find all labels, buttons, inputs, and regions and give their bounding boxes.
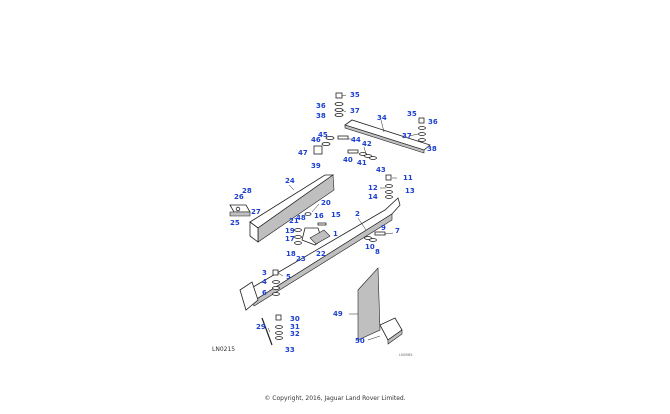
callout-27[interactable]: 27	[251, 208, 261, 216]
callout-14[interactable]: 14	[368, 193, 378, 201]
fastener-stack-lower-left	[272, 269, 280, 296]
fastener-stack-top	[334, 92, 344, 118]
callout-21[interactable]: 21	[289, 217, 299, 225]
callout-11[interactable]: 11	[403, 174, 413, 182]
callout-45[interactable]: 45	[318, 131, 328, 139]
callout-47[interactable]: 47	[298, 149, 308, 157]
callout-49[interactable]: 49	[333, 310, 343, 318]
diagram-reference-code: LN0215	[212, 346, 235, 353]
callout-18[interactable]: 18	[286, 250, 296, 258]
callout-23[interactable]: 23	[296, 255, 306, 263]
left-rail-part	[249, 174, 335, 243]
stay-rod-part	[261, 317, 273, 346]
callout-20[interactable]: 20	[321, 199, 331, 207]
mounting-bracket-part	[301, 227, 331, 246]
callout-24[interactable]: 24	[285, 177, 295, 185]
callout-30[interactable]: 30	[290, 315, 300, 323]
callout-41[interactable]: 41	[357, 159, 367, 167]
callout-7[interactable]: 7	[395, 227, 400, 235]
callout-16[interactable]: 16	[314, 212, 324, 220]
callout-26[interactable]: 26	[234, 193, 244, 201]
callout-12[interactable]: 12	[368, 184, 378, 192]
triangular-plate-part	[357, 267, 381, 341]
fastener-stack-right-lower	[385, 174, 393, 199]
callout-4[interactable]: 4	[262, 278, 267, 286]
fastener-stack-rail-end	[364, 231, 386, 242]
callout-46[interactable]: 46	[311, 136, 321, 144]
callout-50[interactable]: 50	[355, 337, 365, 345]
callout-17[interactable]: 17	[285, 235, 295, 243]
callout-9[interactable]: 9	[381, 224, 386, 232]
fastener-stack-mid	[347, 149, 377, 160]
left-bracket-part	[229, 204, 251, 217]
callout-39[interactable]: 39	[311, 162, 321, 170]
callout-25[interactable]: 25	[230, 219, 240, 227]
callout-31[interactable]: 31	[290, 323, 300, 331]
callout-29[interactable]: 29	[256, 323, 266, 331]
callout-48[interactable]: 48	[296, 214, 306, 222]
copyright-notice: © Copyright, 2016, Jaguar Land Rover Lim…	[264, 395, 406, 402]
callout-35b[interactable]: 35	[407, 110, 417, 118]
callout-5[interactable]: 5	[286, 273, 291, 281]
callout-15[interactable]: 15	[331, 211, 341, 219]
callout-1[interactable]: 1	[333, 230, 338, 238]
callout-13[interactable]: 13	[405, 187, 415, 195]
callout-6[interactable]: 6	[262, 289, 267, 297]
callout-43[interactable]: 43	[376, 166, 386, 174]
small-bracket-part	[379, 317, 403, 345]
callout-38b[interactable]: 38	[427, 145, 437, 153]
leader-lines	[267, 94, 419, 341]
callout-42[interactable]: 42	[362, 140, 372, 148]
callout-19[interactable]: 19	[285, 227, 295, 235]
fastener-stack-right	[418, 117, 426, 142]
callout-10[interactable]: 10	[365, 243, 375, 251]
diagram-small-code: LN0565	[399, 353, 412, 357]
callout-35a[interactable]: 35	[350, 91, 360, 99]
callout-40[interactable]: 40	[343, 156, 353, 164]
callout-38a[interactable]: 38	[316, 112, 326, 120]
callout-37b[interactable]: 37	[402, 132, 412, 140]
callout-22[interactable]: 22	[316, 250, 326, 258]
callout-36a[interactable]: 36	[316, 102, 326, 110]
callout-34[interactable]: 34	[377, 114, 387, 122]
callout-33[interactable]: 33	[285, 346, 295, 354]
fastener-stack-mid-left	[313, 135, 349, 155]
callout-28[interactable]: 28	[242, 187, 252, 195]
callout-37a[interactable]: 37	[350, 107, 360, 115]
callout-44[interactable]: 44	[351, 136, 361, 144]
callout-36b[interactable]: 36	[428, 118, 438, 126]
callout-32[interactable]: 32	[290, 330, 300, 338]
fastener-stack-bracket	[294, 212, 327, 245]
callout-8[interactable]: 8	[375, 248, 380, 256]
upper-rail-part	[344, 119, 431, 154]
callout-2[interactable]: 2	[355, 210, 360, 218]
callout-3[interactable]: 3	[262, 269, 267, 277]
fastener-stack-bottom	[275, 314, 283, 340]
